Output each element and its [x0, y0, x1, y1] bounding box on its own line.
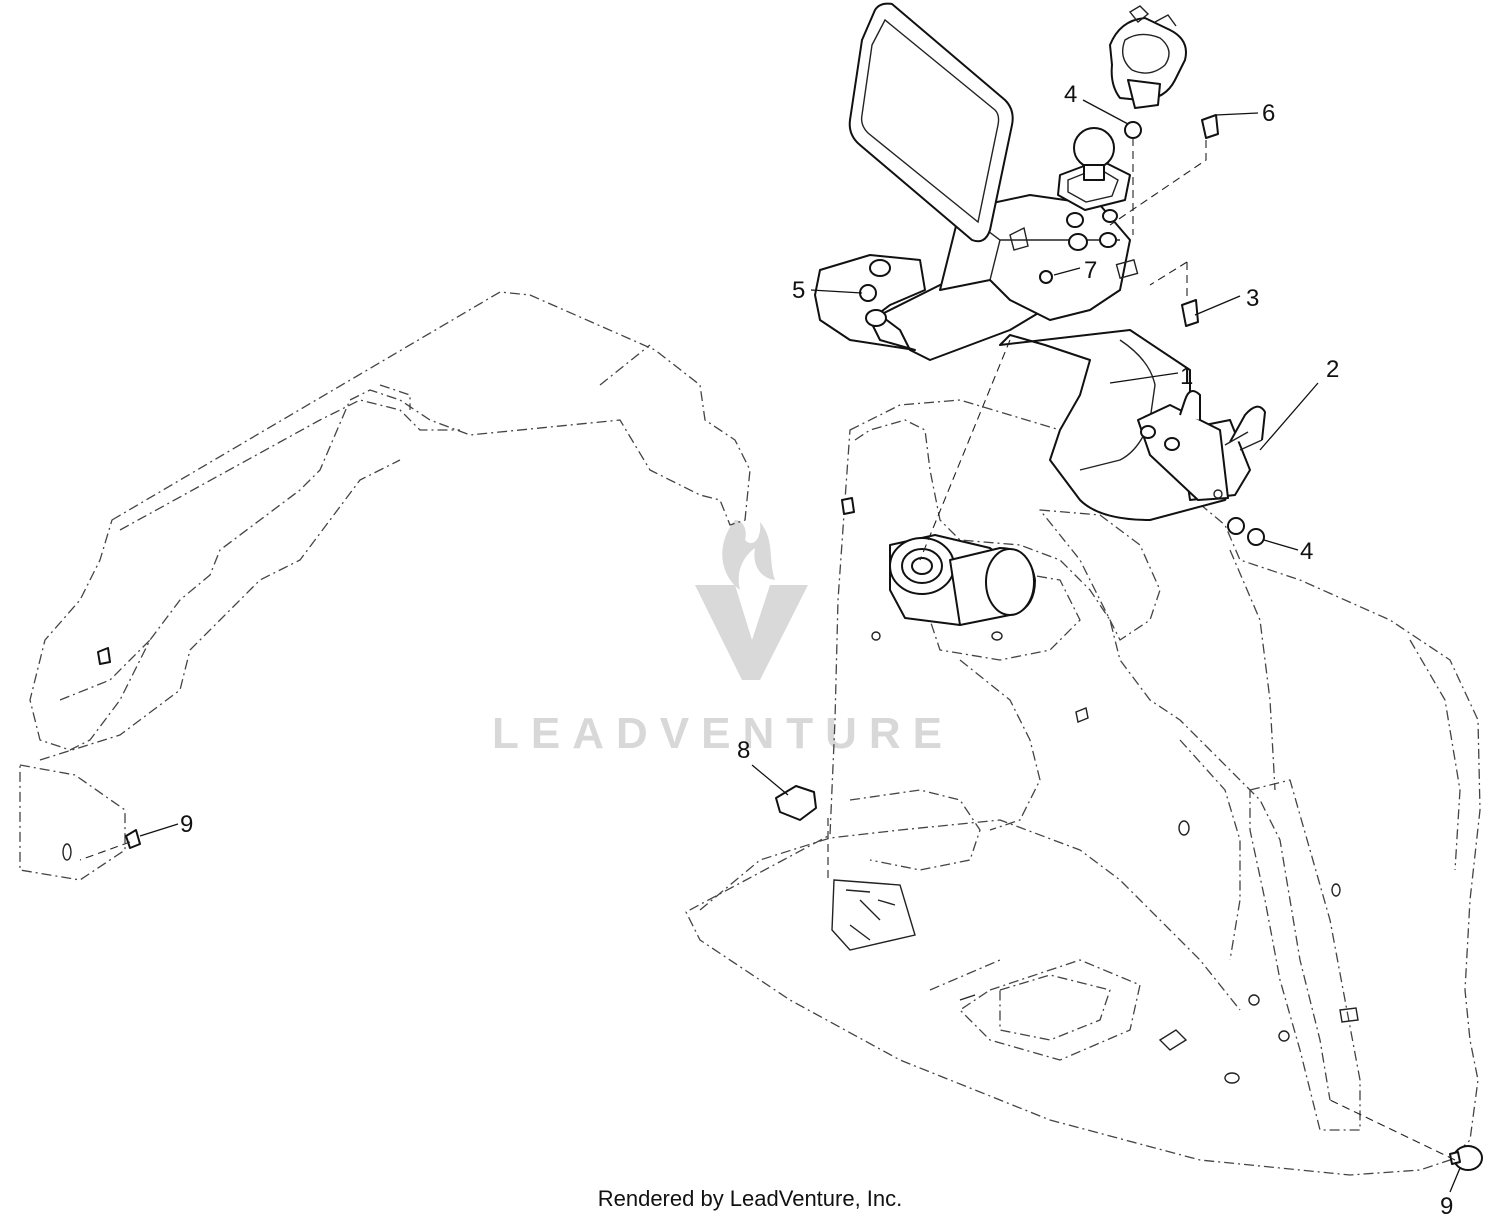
- callout-4-top: 4: [1064, 81, 1077, 108]
- footer-credit: Rendered by LeadVenture, Inc.: [597, 1186, 903, 1211]
- callout-1: 1: [1180, 363, 1193, 390]
- leadventure-watermark-logo: [695, 520, 808, 680]
- left-fender-phantom: [19, 291, 751, 881]
- display-screen[interactable]: [848, 2, 1014, 243]
- callout-5: 5: [792, 277, 805, 304]
- callout-2: 2: [1326, 356, 1339, 383]
- phone-cradle[interactable]: [1109, 5, 1187, 109]
- callout-8: 8: [737, 737, 750, 764]
- u-bolts-part-2[interactable]: [1179, 390, 1266, 451]
- steering-column: [871, 534, 1036, 641]
- ram-ball-mount[interactable]: [1057, 127, 1131, 211]
- decal-part-8[interactable]: [775, 785, 916, 951]
- callout-6: 6: [1262, 100, 1275, 127]
- callout-9-bottom: 9: [1440, 1193, 1453, 1220]
- callout-9-left: 9: [180, 811, 193, 838]
- callout-4-right: 4: [1300, 538, 1313, 565]
- callout-3: 3: [1246, 285, 1259, 312]
- watermark-text: LEADVENTURE: [492, 709, 954, 758]
- hardware: [97, 114, 1483, 1171]
- alignment-lines: [79, 138, 1456, 1161]
- callout-labels: 1 2 3 4 4 5 6 7 8 9 9: [180, 81, 1453, 1220]
- callout-7: 7: [1084, 257, 1097, 284]
- leader-lines: [139, 99, 1461, 1193]
- mounting-tube-part-1[interactable]: [999, 329, 1251, 521]
- main-body-phantom: [685, 399, 1481, 1176]
